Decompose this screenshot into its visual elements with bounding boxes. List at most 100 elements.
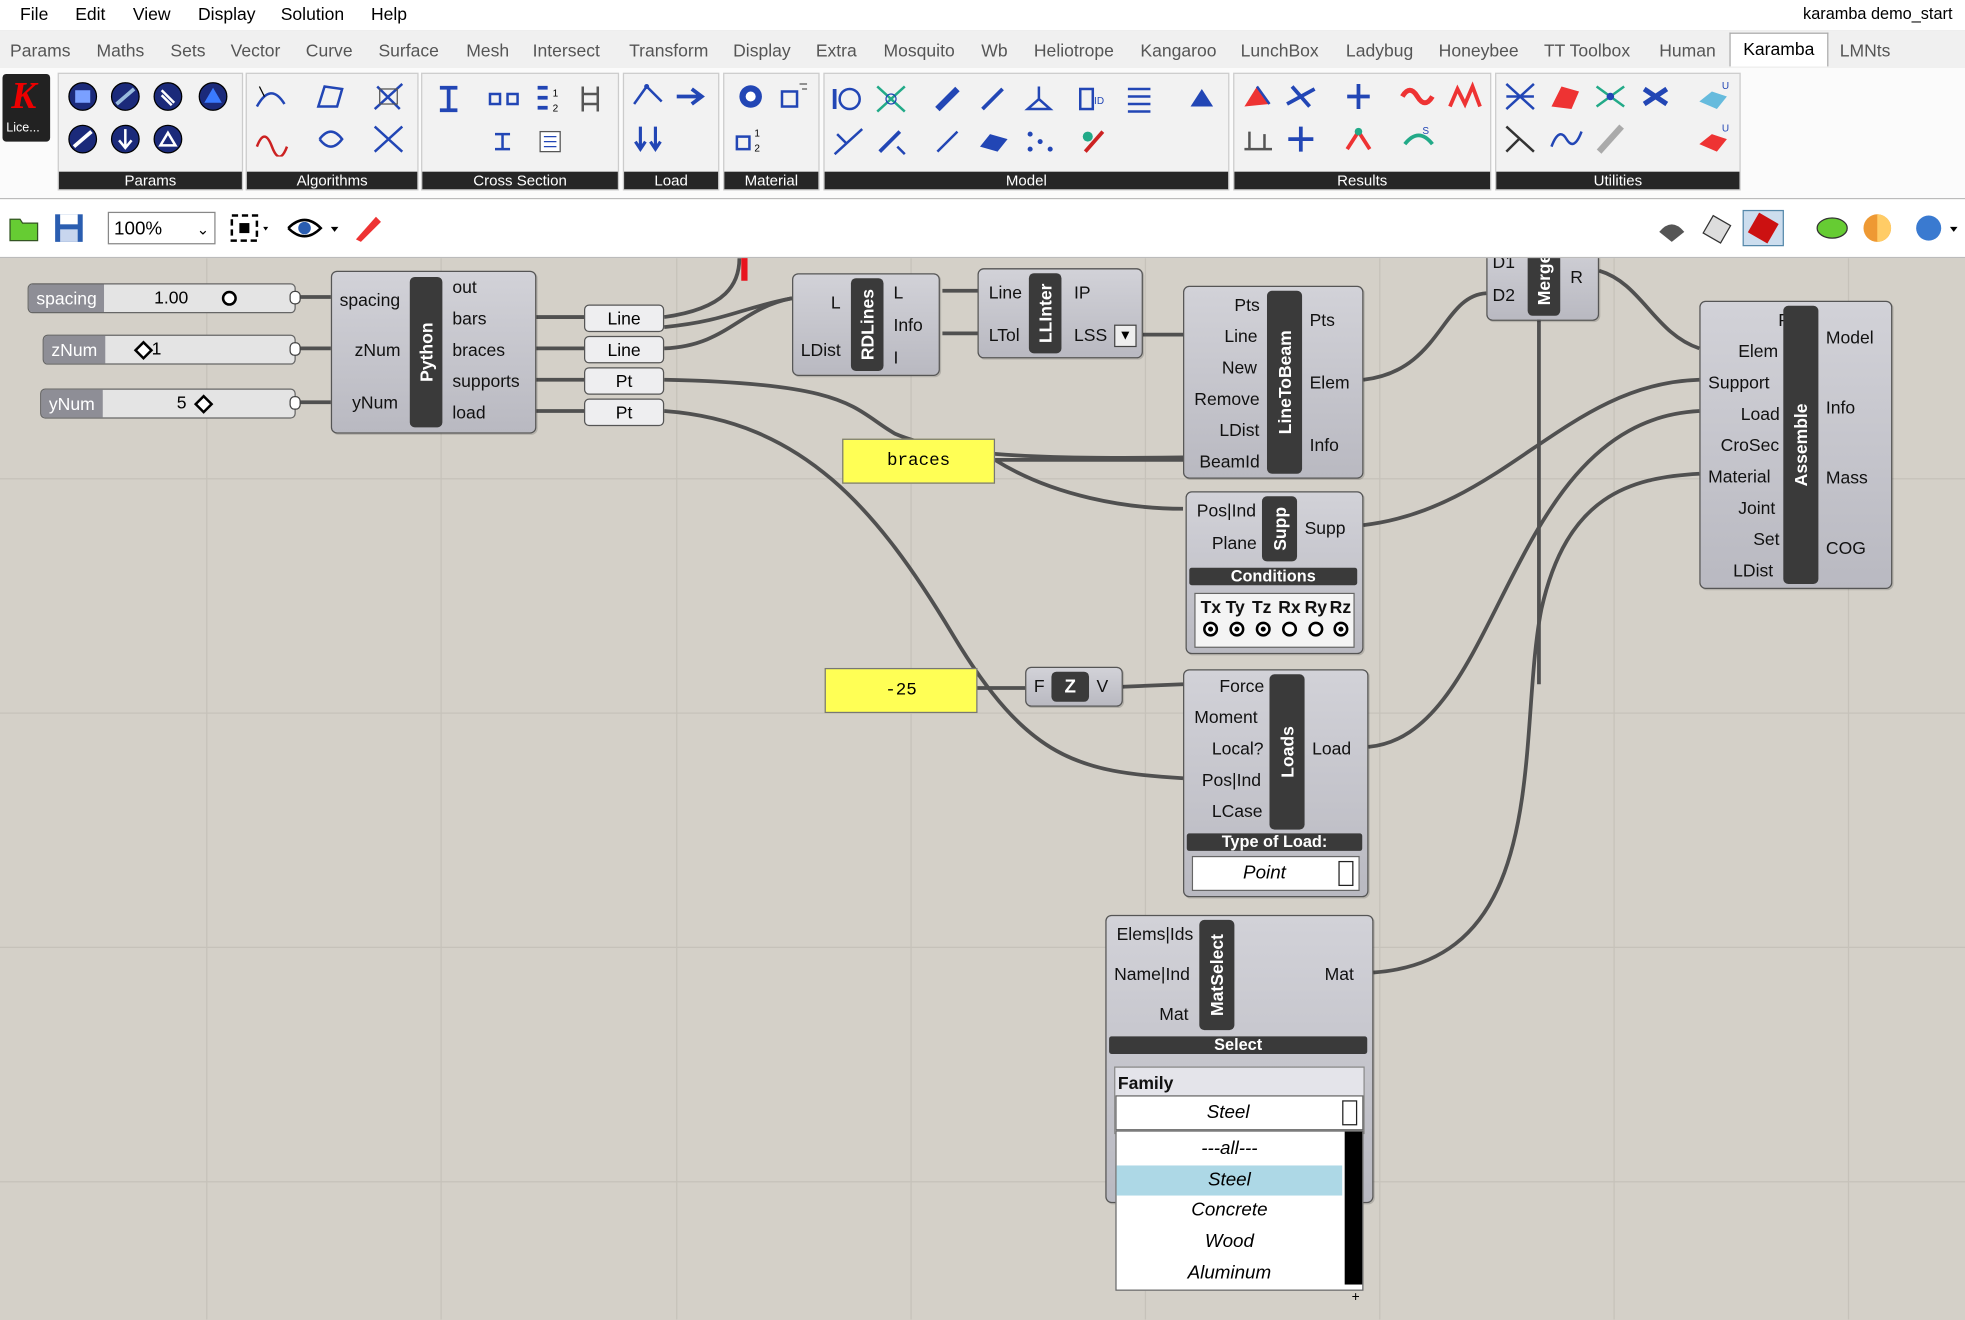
scrollbar[interactable]: [1344, 1131, 1363, 1285]
support-param-icon[interactable]: [149, 122, 187, 157]
slider-grip[interactable]: [221, 290, 237, 306]
line-line-intersection-icon[interactable]: [1501, 79, 1539, 114]
remove-duplicates-icon[interactable]: [1637, 79, 1675, 114]
tab-heliotrope[interactable]: Heliotrope: [1033, 40, 1114, 61]
model-view-icon[interactable]: [1239, 79, 1277, 114]
family-option[interactable]: Steel: [1116, 1165, 1343, 1196]
menu-view[interactable]: View: [132, 3, 171, 24]
point-param[interactable]: Pt: [583, 398, 665, 427]
cross-section-list-icon[interactable]: 12: [530, 81, 568, 116]
sketch-pen-icon[interactable]: [351, 212, 386, 245]
linetobeam-component[interactable]: Pts Line New Remove LDist BeamId LineToB…: [1183, 285, 1364, 479]
simplify-model-icon[interactable]: [1546, 122, 1584, 157]
tab-sets[interactable]: Sets: [170, 40, 206, 61]
connectivity-to-beam-icon[interactable]: [975, 81, 1013, 116]
load-type-dropdown[interactable]: Point: [1191, 855, 1360, 892]
dof-toggle-ty[interactable]: [1229, 621, 1245, 637]
preview-selected-icon[interactable]: [1742, 209, 1785, 247]
preview-eye-icon[interactable]: [286, 212, 344, 245]
python-component[interactable]: spacing zNum yNum Python out bars braces…: [330, 270, 537, 434]
menu-file[interactable]: File: [20, 3, 49, 24]
display-mode-icon[interactable]: [1912, 212, 1962, 245]
merge-component[interactable]: D1 D2 Merge R: [1486, 258, 1600, 321]
shell-stress-u-icon[interactable]: U: [1694, 122, 1732, 157]
orientate-element-icon[interactable]: [1183, 81, 1221, 116]
tab-wb[interactable]: Wb: [981, 40, 1008, 61]
shell-forces-icon[interactable]: S: [1400, 122, 1438, 157]
menu-edit[interactable]: Edit: [75, 3, 106, 24]
point-mass-icon[interactable]: [1020, 124, 1058, 159]
point-load-icon[interactable]: [629, 122, 667, 157]
cross-section-range-icon[interactable]: [485, 81, 523, 116]
point-param[interactable]: Pt: [583, 367, 665, 395]
line-param[interactable]: Line: [583, 335, 665, 364]
tab-params[interactable]: Params: [10, 40, 71, 61]
output-pin[interactable]: [289, 290, 301, 305]
tab-maths[interactable]: Maths: [96, 40, 145, 61]
slider-znum[interactable]: zNum 1: [42, 334, 296, 365]
tab-lunchbox[interactable]: LunchBox: [1240, 40, 1319, 61]
beam-view-icon[interactable]: [1282, 79, 1320, 114]
tab-honeybee[interactable]: Honeybee: [1438, 40, 1519, 61]
loads-component[interactable]: Force Moment Local? Pos|Ind LCase Loads …: [1183, 669, 1369, 898]
beam-displacements-icon[interactable]: [1340, 122, 1378, 157]
cross-section-selector-icon[interactable]: [530, 124, 568, 159]
dof-toggle-ry[interactable]: [1308, 621, 1324, 637]
disassemble-model-icon[interactable]: [872, 81, 910, 116]
eigenmodes-icon[interactable]: [252, 122, 290, 157]
dropdown-handle[interactable]: [1338, 860, 1354, 887]
arrow-down-icon[interactable]: ▼: [1114, 324, 1137, 348]
slider-grip[interactable]: [133, 340, 154, 361]
loads-icon[interactable]: [629, 79, 667, 114]
index-to-id-icon[interactable]: ID: [1075, 81, 1113, 116]
family-dropdown[interactable]: Steel: [1115, 1095, 1364, 1131]
material-selection-icon[interactable]: [774, 79, 812, 114]
rdlines-component[interactable]: L LDist RDLines L Info I: [792, 273, 940, 376]
support-component[interactable]: Pos|Ind Plane Supp Supp Conditions Tx Ty…: [1185, 491, 1364, 655]
tab-intersect[interactable]: Intersect: [532, 40, 600, 61]
tab-lmnts[interactable]: LMNts: [1839, 40, 1891, 61]
model-param-icon[interactable]: [194, 79, 232, 114]
shell-view-icon[interactable]: [1340, 79, 1378, 114]
detect-collisions-icon[interactable]: [1501, 122, 1539, 157]
save-file-icon[interactable]: [53, 212, 86, 245]
material-param-icon[interactable]: [149, 79, 187, 114]
dof-toggle-rx[interactable]: [1282, 621, 1298, 637]
tab-vector[interactable]: Vector: [230, 40, 281, 61]
crosssection-param-icon[interactable]: [64, 79, 102, 114]
resize-grip-icon[interactable]: +: [1351, 1289, 1360, 1305]
deformation-energy-icon[interactable]: [1400, 79, 1438, 114]
dof-toggle-tx[interactable]: [1203, 621, 1219, 637]
line-to-truss-icon[interactable]: [930, 124, 968, 159]
llinter-component[interactable]: Line LTol LLInter IP LSS ▼: [977, 268, 1143, 359]
tab-display[interactable]: Display: [733, 40, 791, 61]
line-param[interactable]: Line: [583, 304, 665, 333]
nearest-neighbor-icon[interactable]: [1592, 79, 1630, 114]
tab-extra[interactable]: Extra: [815, 40, 857, 61]
render-preview-icon[interactable]: [1860, 212, 1895, 245]
menu-display[interactable]: Display: [198, 3, 256, 24]
preview-shaded-icon[interactable]: [1699, 212, 1734, 245]
nodal-displacements-icon[interactable]: [1282, 122, 1320, 157]
optimize-cross-section-icon[interactable]: [370, 122, 408, 157]
grasshopper-canvas[interactable]: spacing 1.00 zNum 1 yNum 5 spacing zNum …: [0, 258, 1965, 1320]
beam-param-icon[interactable]: [64, 122, 102, 157]
tab-ladybug[interactable]: Ladybug: [1345, 40, 1414, 61]
mesh-breps-icon[interactable]: [1546, 79, 1584, 114]
interpolate-shape-icon[interactable]: [1592, 122, 1630, 157]
menu-solution[interactable]: Solution: [280, 3, 345, 24]
dof-toggle-tz[interactable]: [1255, 621, 1271, 637]
analyze-icon[interactable]: [252, 79, 290, 114]
large-deform-icon[interactable]: [370, 79, 408, 114]
material-properties-icon[interactable]: [732, 79, 770, 114]
modify-element-icon[interactable]: [1120, 81, 1158, 116]
family-option[interactable]: Wood: [1204, 1230, 1254, 1253]
shell-forces-u-icon[interactable]: U: [1694, 79, 1732, 114]
slider-ynum[interactable]: yNum 5: [40, 388, 296, 419]
disassemble-cross-section-icon[interactable]: [485, 124, 523, 159]
open-file-icon[interactable]: [8, 212, 41, 245]
panel-force-value[interactable]: -25: [824, 667, 978, 714]
tab-curve[interactable]: Curve: [305, 40, 353, 61]
natural-vibrations-icon[interactable]: [312, 122, 350, 157]
